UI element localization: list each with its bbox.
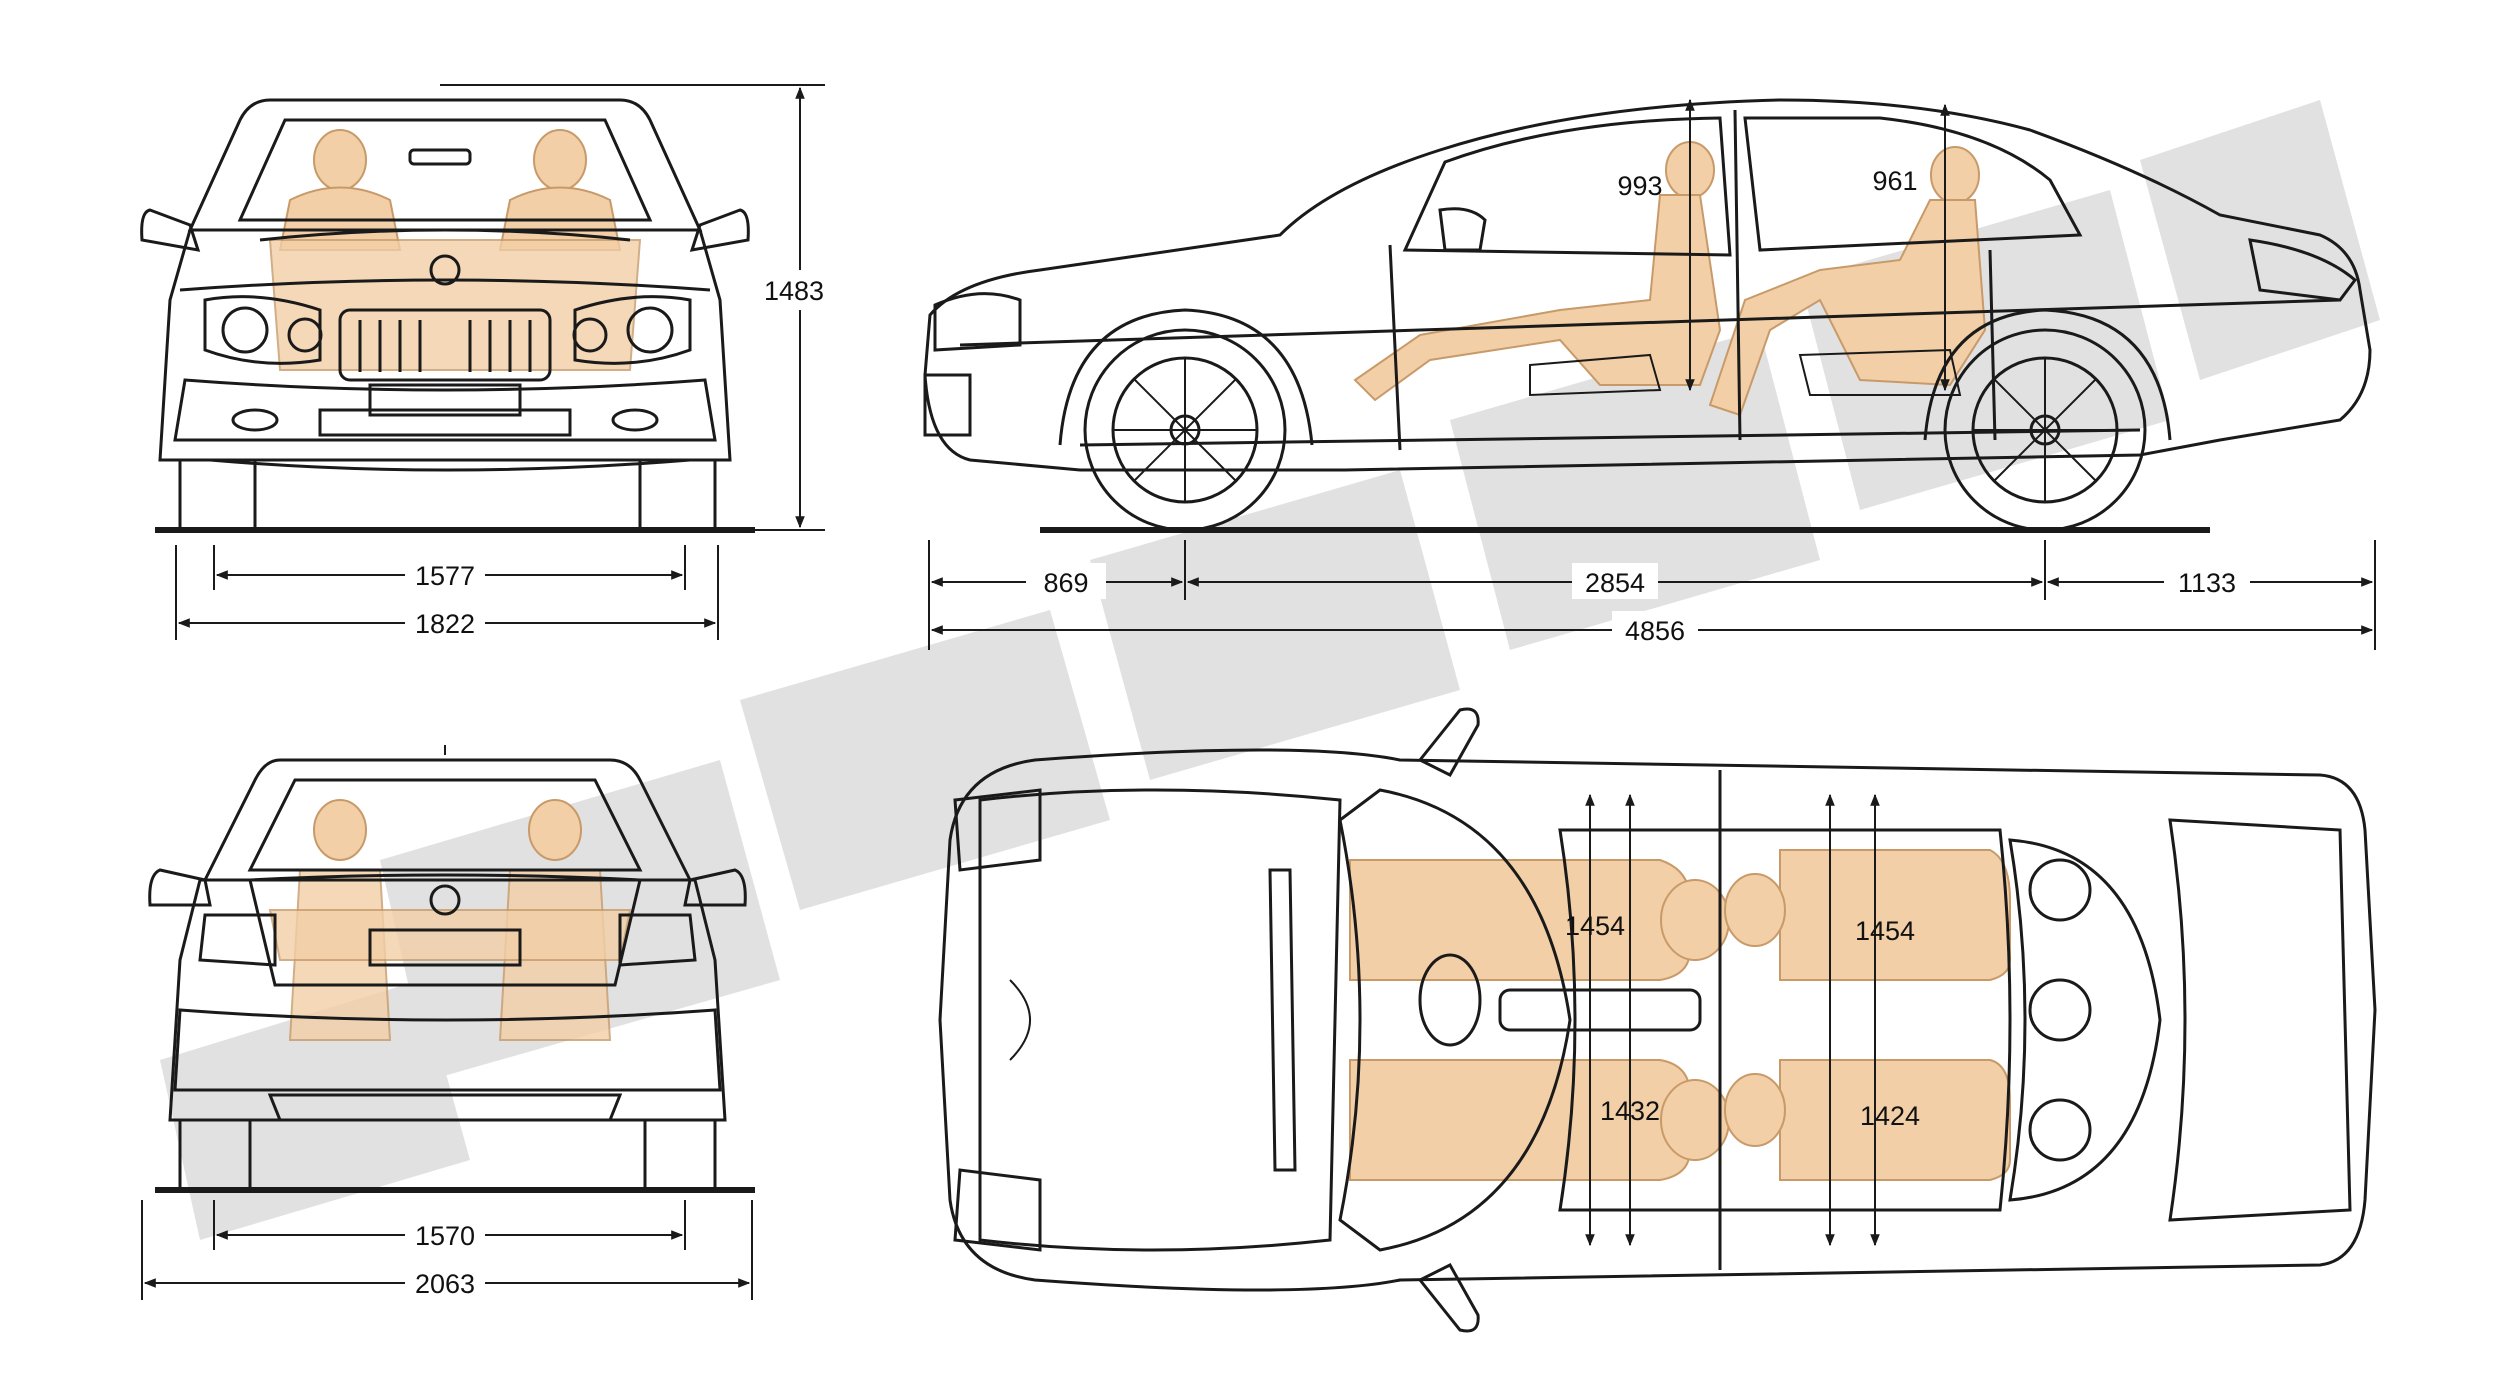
headlight-left-outer (221, 306, 269, 354)
front-shoulder-label: 1454 (1565, 911, 1625, 941)
side-view (923, 98, 2372, 533)
rear-shoulder-label: 1454 (1855, 916, 1915, 946)
front-overhang-label: 869 (1043, 568, 1088, 598)
rear-occupants (268, 799, 632, 1041)
front-emblem (429, 254, 461, 286)
front-plate (368, 383, 522, 417)
top-left-mirror (1417, 707, 1480, 777)
headlight-right-outer (626, 306, 674, 354)
front-left-tire (178, 458, 257, 532)
rear-right-tire (643, 1118, 717, 1192)
front-headroom-label: 993 (1617, 171, 1662, 201)
overall-length-label: 4856 (1625, 616, 1685, 646)
front-width-label: 1822 (415, 609, 475, 639)
front-right-tire (638, 458, 717, 532)
front-track-label: 1577 (415, 561, 475, 591)
front-height-label: 1483 (764, 276, 824, 306)
rear-width-label: 2063 (415, 1269, 475, 1299)
front-view (140, 98, 755, 533)
top-occupants (1349, 849, 2011, 1181)
front-seat (1529, 353, 1662, 397)
rear-view (148, 745, 755, 1193)
wheelbase-label: 2854 (1585, 568, 1645, 598)
rear-emblem (429, 884, 461, 916)
top-right-mirror (1417, 1263, 1480, 1333)
top-view (938, 707, 2377, 1333)
rear-seat (1798, 348, 1962, 396)
rear-overhang-label: 1133 (2178, 568, 2236, 598)
rear-headroom-label: 961 (1872, 166, 1917, 196)
left-mirror (140, 208, 201, 252)
side-headroom-dims (1685, 98, 1950, 392)
front-hip-label: 1432 (1600, 1096, 1660, 1126)
front-occupants (268, 129, 642, 371)
top-interior-dims (1585, 793, 1880, 1247)
rear-hip-label: 1424 (1860, 1101, 1920, 1131)
right-mirror (689, 208, 750, 252)
front-grille (338, 308, 552, 382)
rear-track-label: 1570 (415, 1221, 475, 1251)
rear-plate (368, 928, 522, 967)
